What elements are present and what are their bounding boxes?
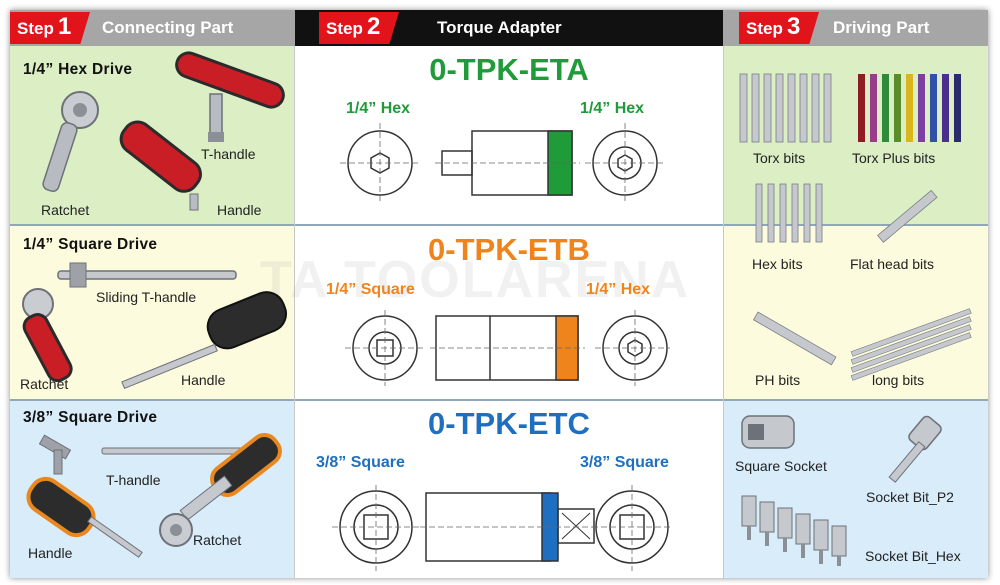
label-ratchet: Ratchet (20, 376, 69, 392)
adapter-drawing-etc (332, 485, 672, 571)
ratchet-illustration (42, 91, 99, 192)
t-handle-illustration (38, 434, 249, 475)
adapter-right-label: 3/8” Square (580, 454, 669, 471)
diagram-frame: TA TOOLARENA Step 1 Connecting Part Step… (10, 10, 988, 578)
label-handle: Handle (181, 372, 226, 388)
torx-bits-illustration (739, 73, 832, 143)
step-badge-2: Step 2 (319, 12, 399, 44)
label-sliding-t-handle: Sliding T-handle (96, 289, 197, 305)
adapter-model-eta: 0-TPK-ETA (429, 52, 589, 87)
watermark: TA TOOLARENA (260, 251, 691, 309)
flat-head-bit-illustration (877, 189, 938, 243)
step-word: Step (746, 19, 783, 38)
adapter-drawing-eta (340, 123, 665, 203)
ratchet-illustration (159, 433, 282, 547)
section-title-square-drive-38: 3/8” Square Drive (23, 409, 158, 426)
label-t-handle: T-handle (106, 472, 161, 488)
step-number: 2 (367, 13, 381, 40)
label-socket-bit-p2: Socket Bit_P2 (866, 489, 954, 505)
label-socket-bit-hex: Socket Bit_Hex (865, 548, 961, 564)
col-divider (723, 46, 724, 578)
label-hex-bits: Hex bits (752, 256, 803, 272)
row-divider (10, 224, 988, 226)
handle-illustration (121, 291, 288, 390)
label-handle: Handle (217, 202, 262, 218)
ph-bit-illustration (752, 311, 837, 366)
label-torx-bits: Torx bits (753, 150, 806, 166)
torx-plus-bits-illustration (858, 74, 961, 142)
t-handle-illustration (175, 51, 285, 142)
header-title: Connecting Part (102, 18, 234, 37)
section-title-hex-drive: 1/4” Hex Drive (23, 61, 133, 78)
socket-bit-hex-illustration (741, 495, 847, 566)
ratchet-illustration (22, 288, 73, 383)
hex-bits-illustration (755, 183, 823, 243)
label-flat-head-bits: Flat head bits (850, 256, 935, 272)
square-socket-illustration (741, 415, 795, 449)
step-word: Step (326, 19, 363, 38)
header-title: Torque Adapter (437, 18, 562, 37)
adapter-left-label: 1/4” Square (326, 281, 415, 298)
adapter-model-etb: 0-TPK-ETB (428, 232, 590, 267)
label-torx-plus-bits: Torx Plus bits (852, 150, 936, 166)
header-title: Driving Part (833, 18, 930, 37)
long-bits-illustration (850, 308, 972, 381)
adapter-right-label: 1/4” Hex (580, 100, 645, 117)
step-badge-3: Step 3 (739, 12, 819, 44)
adapter-model-etc: 0-TPK-ETC (428, 406, 590, 441)
label-ratchet: Ratchet (41, 202, 90, 218)
step-number: 1 (58, 13, 72, 40)
handle-illustration (26, 476, 143, 558)
sliding-t-handle-illustration (57, 262, 237, 288)
section-title-square-drive-14: 1/4” Square Drive (23, 236, 158, 253)
header-step-3: Step 3 Driving Part (723, 10, 988, 46)
header-step-1: Step 1 Connecting Part (10, 10, 295, 46)
header-step-2: Step 2 Torque Adapter (295, 10, 723, 46)
step-number: 3 (787, 13, 801, 40)
label-ph-bits: PH bits (755, 372, 801, 388)
socket-bit-p2-illustration (888, 415, 942, 483)
handle-illustration (119, 120, 202, 211)
adapter-drawing-etb (345, 310, 670, 386)
col-divider (294, 46, 295, 578)
row-divider (10, 399, 988, 401)
step-badge-1: Step 1 (10, 12, 90, 44)
label-long-bits: long bits (872, 372, 925, 388)
adapter-left-label: 1/4” Hex (346, 100, 411, 117)
adapter-right-label: 1/4” Hex (586, 281, 651, 298)
label-ratchet: Ratchet (193, 532, 242, 548)
label-square-socket: Square Socket (735, 458, 827, 474)
label-t-handle: T-handle (201, 146, 256, 162)
adapter-left-label: 3/8” Square (316, 454, 405, 471)
step-word: Step (17, 19, 54, 38)
label-handle: Handle (28, 545, 73, 561)
